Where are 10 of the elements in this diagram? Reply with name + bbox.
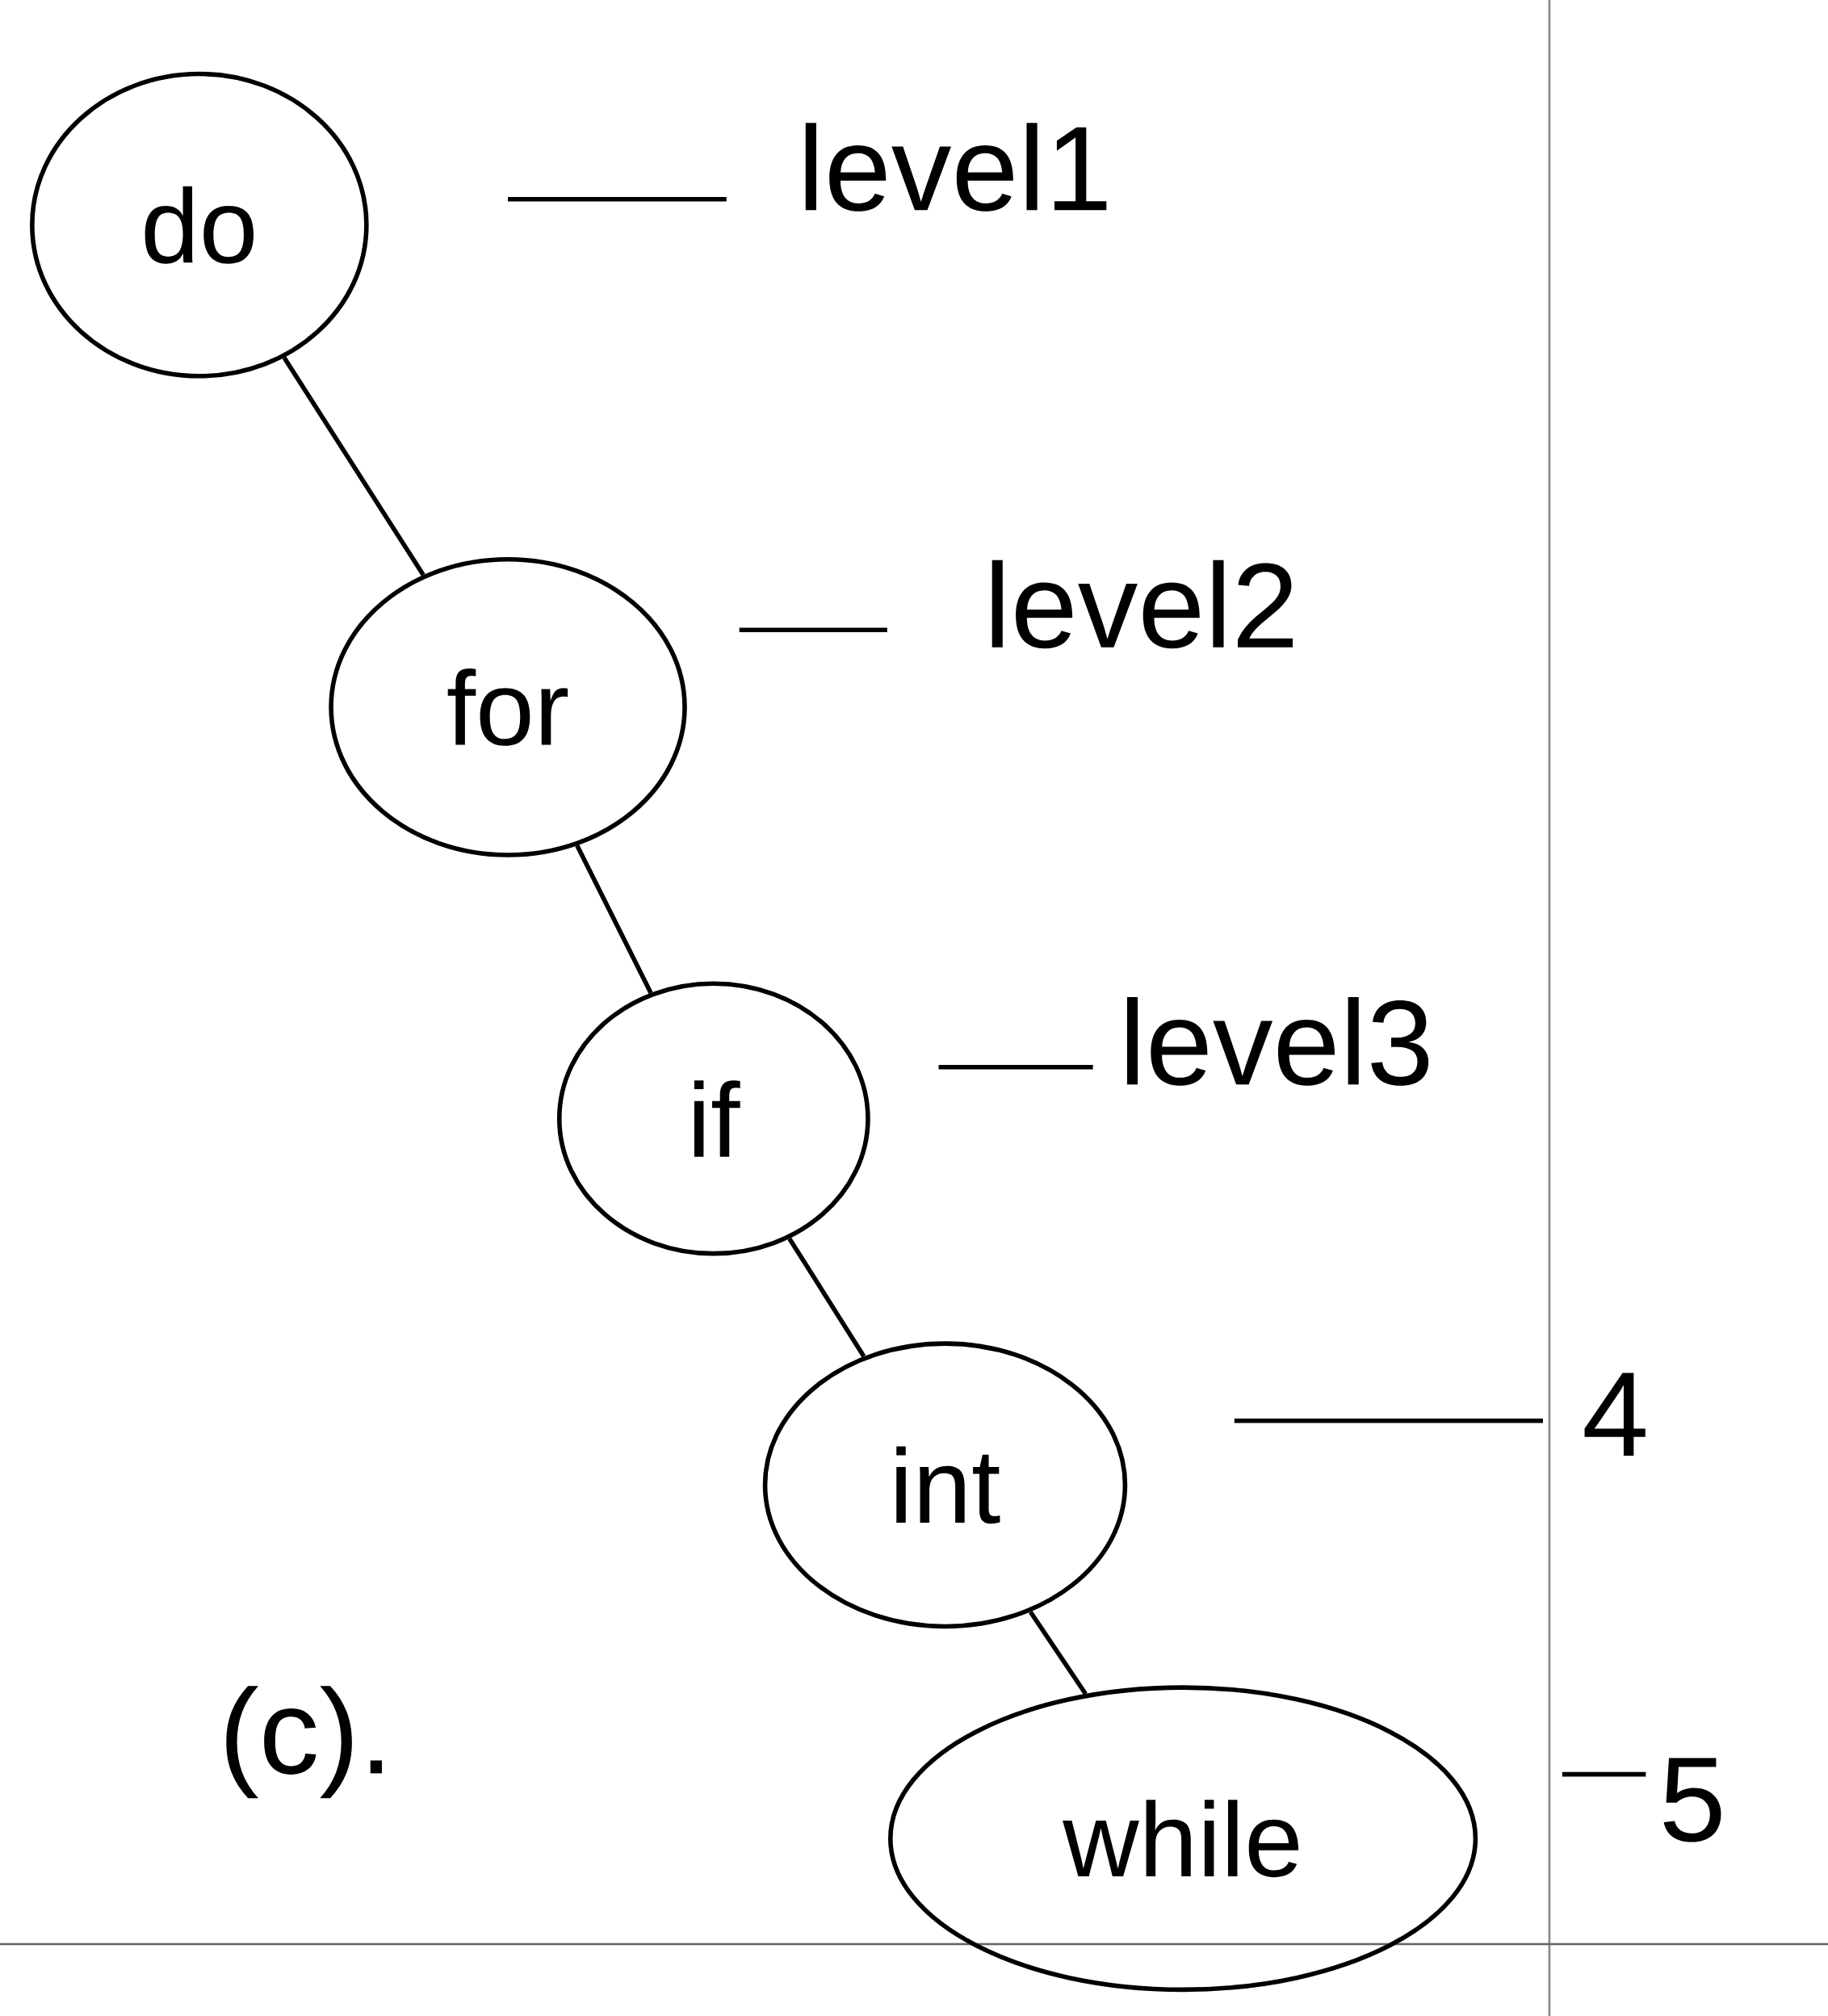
connector-line (787, 1237, 866, 1358)
level-label: level3 (1126, 997, 1428, 1086)
level-label: level1 (805, 123, 1107, 212)
level-label: level2 (992, 560, 1293, 649)
level-label: 5 (1663, 1758, 1721, 1842)
connector-line (1028, 1610, 1088, 1695)
figure-label: 4 (1584, 1373, 1646, 1456)
figure-label: (c). (226, 1686, 382, 1799)
connector-line (575, 845, 653, 994)
connector-line (282, 356, 426, 576)
